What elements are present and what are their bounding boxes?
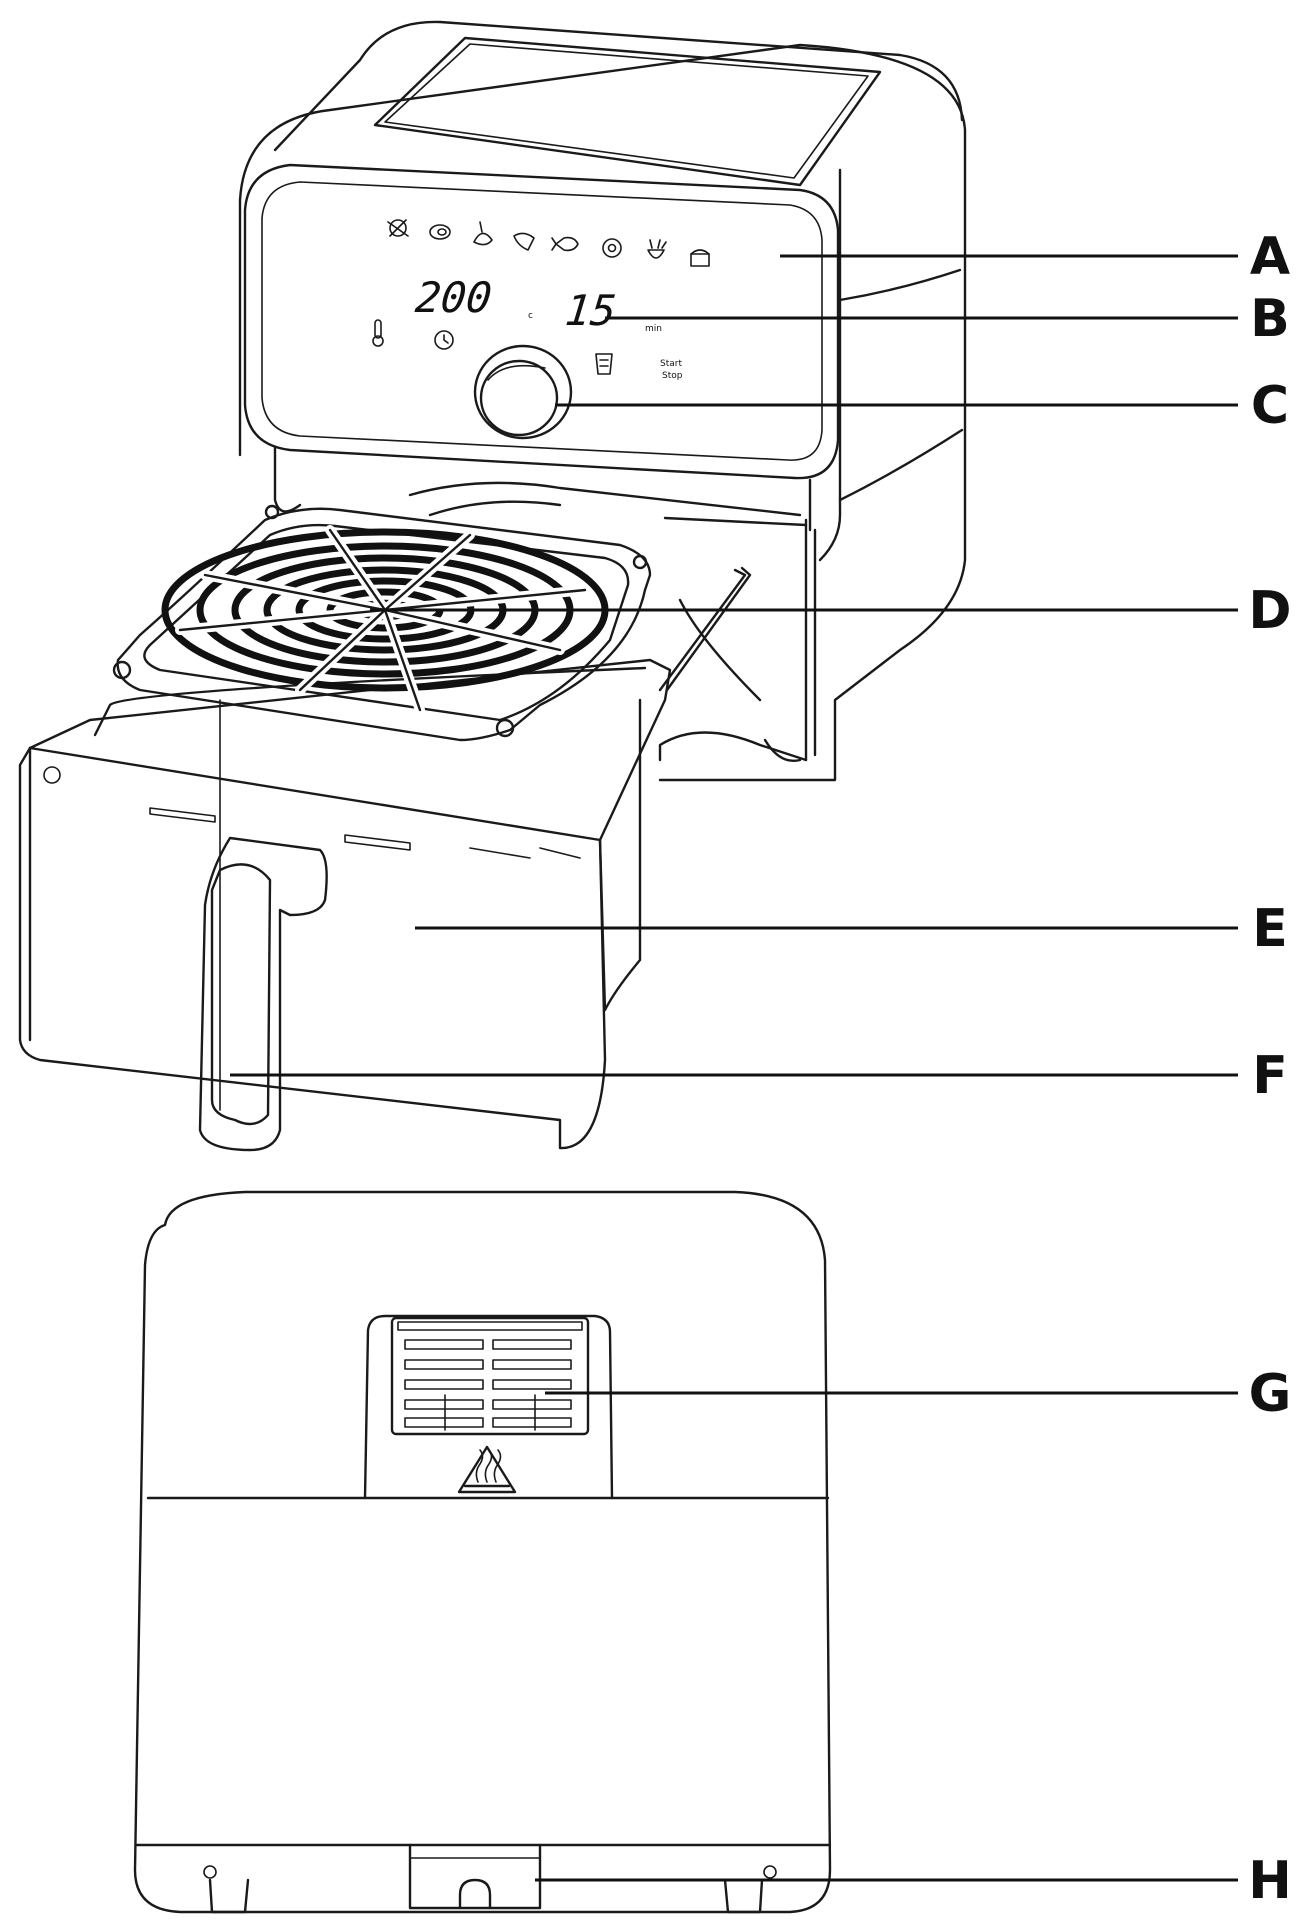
chicken-leg-icon[interactable] [473, 221, 493, 246]
plate-grill-pattern [161, 525, 609, 715]
drawer-handle[interactable] [198, 836, 328, 1152]
steak-icon[interactable] [429, 224, 451, 240]
control-panel [243, 163, 840, 480]
chicken-wing-icon[interactable] [513, 232, 535, 251]
start-stop-label-1[interactable]: Start [660, 359, 682, 369]
shake-basket-icon[interactable] [595, 353, 613, 375]
label-d: D [1248, 581, 1291, 641]
top-window [373, 36, 882, 187]
label-f: F [1252, 1046, 1288, 1106]
thermometer-icon[interactable] [372, 319, 384, 347]
label-g: G [1249, 1364, 1292, 1424]
label-c: C [1251, 376, 1289, 436]
label-a: A [1250, 227, 1290, 287]
label-b: B [1250, 289, 1290, 349]
hot-surface-warning-icon [457, 1445, 517, 1494]
air-fryer-rear-view [133, 1190, 832, 1914]
control-knob[interactable] [473, 344, 573, 440]
temperature-unit: c [528, 311, 533, 321]
fish-icon[interactable] [551, 236, 579, 252]
plate-frame [116, 507, 652, 742]
housing-top-edge [273, 20, 964, 152]
rear-housing [133, 1190, 832, 1914]
digital-display: 200 c 15 min [413, 273, 662, 335]
crisper-plate[interactable] [112, 504, 652, 742]
time-unit: min [645, 324, 662, 334]
timer-icon[interactable] [434, 330, 454, 350]
housing-side-edge [818, 168, 842, 562]
air-fryer-front-view: 200 c 15 min Start Stop [18, 20, 967, 1152]
callouts: A B C D E F G H [230, 227, 1292, 1911]
drawer-front [18, 746, 607, 1150]
rear-feet [203, 1865, 777, 1914]
label-h: H [1248, 1851, 1292, 1911]
power-cord-port [408, 1843, 542, 1910]
time-readout: 15 [563, 286, 619, 335]
vent-slats [404, 1339, 572, 1428]
temperature-readout: 200 [413, 273, 494, 322]
vegetable-icon[interactable] [647, 239, 667, 259]
exhaust-vent [363, 1314, 614, 1500]
preset-icons [387, 219, 710, 267]
shrimp-icon[interactable] [387, 219, 409, 237]
donut-icon[interactable] [602, 238, 622, 258]
start-stop-label-2[interactable]: Stop [662, 371, 683, 381]
cake-icon[interactable] [690, 249, 710, 267]
housing-outline [238, 43, 967, 782]
label-e: E [1252, 899, 1288, 959]
